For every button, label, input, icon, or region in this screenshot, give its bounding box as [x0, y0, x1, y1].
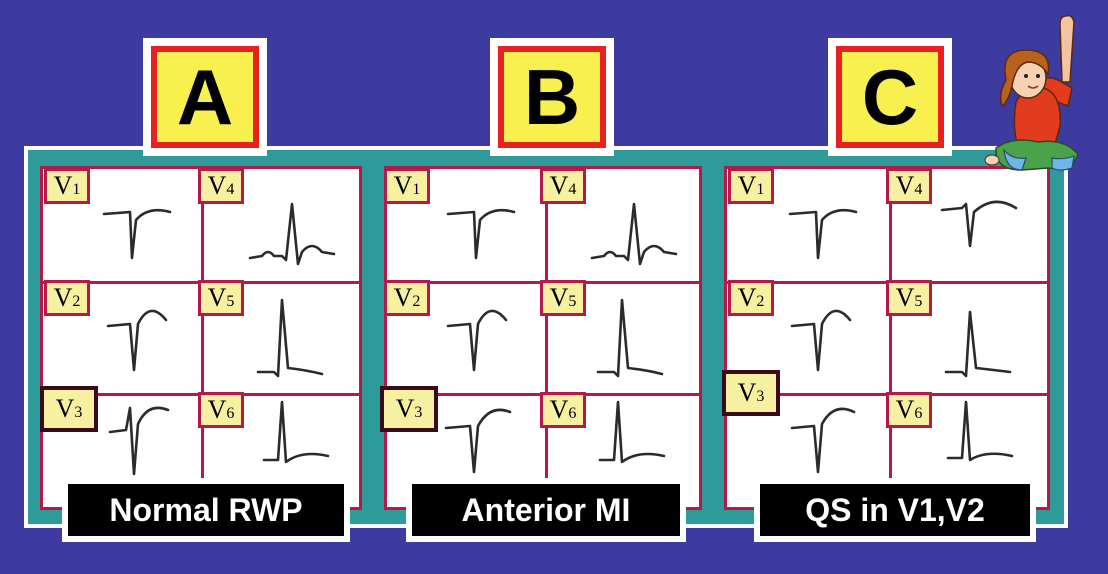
panel-b-letter: B: [498, 46, 606, 148]
ecg-trace-c-v5: [944, 310, 1012, 378]
ecg-trace-b-v1: [446, 208, 516, 260]
panel-c-caption-box: QS in V1,V2: [754, 478, 1036, 542]
ecg-trace-a-v6: [262, 400, 330, 464]
ecg-trace-a-v4: [248, 202, 336, 266]
ecg-trace-c-v4: [940, 200, 1018, 248]
ecg-trace-b-v2: [446, 309, 508, 372]
panel-c-letter: C: [836, 46, 944, 148]
girl-raising-hand-icon: [984, 14, 1079, 171]
ecg-trace-b-v4: [590, 202, 678, 266]
panel-c-letter-box: C: [828, 38, 952, 156]
panel-a-caption: Normal RWP: [68, 484, 344, 536]
ecg-trace-c-v3: [790, 407, 856, 474]
panel-b-caption: Anterior MI: [412, 484, 680, 536]
panel-b-letter-box: B: [490, 38, 614, 156]
panel-a-letter: A: [151, 46, 259, 148]
panel-a-caption-box: Normal RWP: [62, 478, 350, 542]
panel-b-caption-box: Anterior MI: [406, 478, 686, 542]
ecg-trace-a-v3: [108, 406, 170, 476]
ecg-trace-c-v1: [788, 208, 858, 260]
ecg-trace-c-v6: [946, 400, 1014, 462]
panel-a-ecg-grid: [40, 166, 362, 510]
panel-a-letter-box: A: [143, 38, 267, 156]
ecg-trace-b-v6: [598, 400, 666, 464]
ecg-trace-a-v1: [102, 208, 172, 260]
panel-c-caption: QS in V1,V2: [760, 484, 1030, 536]
ecg-trace-c-v2: [790, 309, 852, 372]
ecg-trace-b-v5: [596, 298, 664, 378]
ecg-trace-a-v2: [106, 309, 168, 372]
ecg-trace-a-v5: [256, 298, 324, 378]
ecg-trace-b-v3: [444, 408, 512, 474]
